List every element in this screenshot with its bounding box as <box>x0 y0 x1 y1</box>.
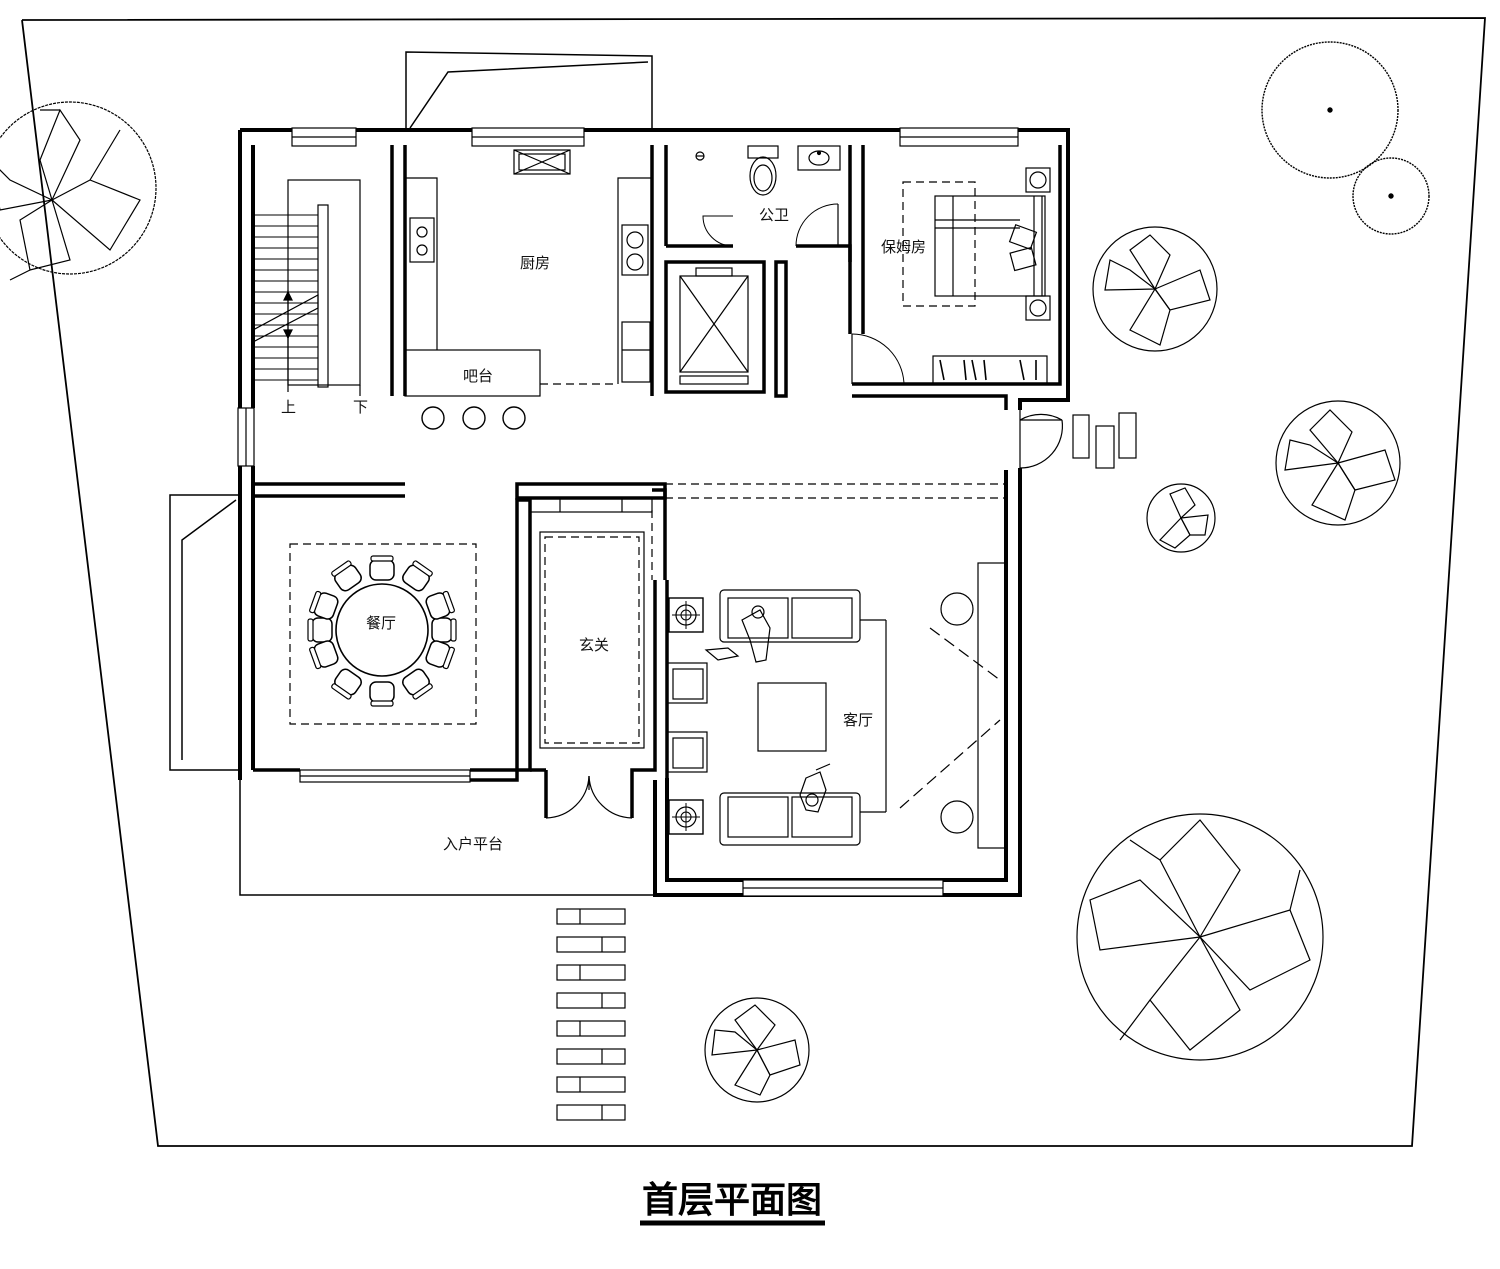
label-entry-platform: 入户平台 <box>443 835 503 853</box>
interior-walls <box>253 145 1062 818</box>
elevator <box>679 267 749 385</box>
windows <box>237 127 1019 897</box>
label-public-wc: 公卫 <box>759 206 789 224</box>
dining-furniture <box>289 543 477 725</box>
bathroom-fixtures <box>695 145 841 247</box>
east-entrance <box>1019 410 1137 469</box>
foyer-furniture <box>529 497 653 819</box>
tree-southeast-large <box>1076 813 1324 1061</box>
staircase <box>252 179 361 396</box>
tree-north-east <box>1261 41 1430 235</box>
label-nanny-room: 保姆房 <box>881 238 926 256</box>
label-bar: 吧台 <box>463 367 493 385</box>
entry-platform <box>239 780 655 896</box>
label-stairs-down: 下 <box>353 398 368 416</box>
label-stairs-up: 上 <box>281 398 296 416</box>
west-porch <box>169 494 240 771</box>
tree-northwest <box>0 101 157 281</box>
north-awning <box>405 51 653 129</box>
label-foyer: 玄关 <box>579 636 609 654</box>
kitchen-fixtures <box>404 149 652 397</box>
label-kitchen: 厨房 <box>520 254 550 272</box>
tree-east-small <box>1146 483 1216 553</box>
room-labels: 厨房 吧台 公卫 保姆房 餐厅 玄关 客厅 入户平台 上 下 <box>281 206 926 853</box>
bar-stools <box>421 406 526 430</box>
label-living: 客厅 <box>843 711 873 729</box>
tree-south <box>704 997 810 1103</box>
label-dining: 餐厅 <box>366 614 396 632</box>
tree-east-2 <box>1275 400 1401 526</box>
drawing-title: 首层平面图 <box>640 1180 825 1226</box>
site-boundary <box>21 17 1486 1147</box>
plan-title: 首层平面图 <box>642 1180 822 1221</box>
dashed-openings <box>516 483 1006 580</box>
living-furniture <box>666 562 1007 849</box>
nanny-room-furniture <box>851 167 1051 385</box>
front-steps <box>556 908 626 1121</box>
tree-east-1 <box>1092 226 1218 352</box>
